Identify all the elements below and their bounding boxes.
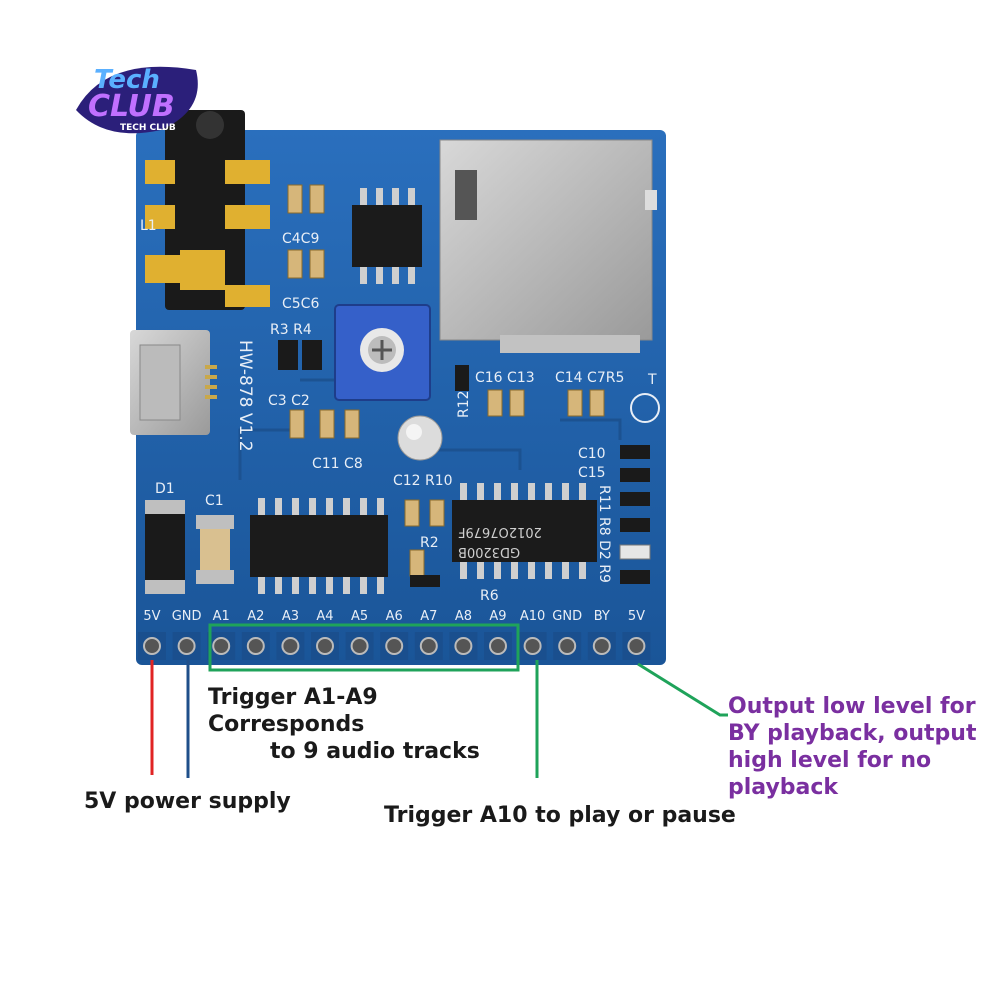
header-pin [592,637,611,655]
annotation-a1-a9-line2: to 9 audio tracks [270,739,480,764]
annotation-by-output: Output low level for BY playback, output… [728,693,993,801]
label-c3c2: C3 C2 [268,393,310,409]
label-c4c9: C4C9 [282,231,319,247]
amp-chip [352,188,422,284]
pin-label: A5 [351,609,368,624]
logo-sub: TECH CLUB [120,123,176,133]
capacitor-c1 [196,515,234,584]
label-c14c7r5: C14 C7R5 [555,370,624,386]
pin-label: A7 [420,609,437,624]
sd-card-slot [439,139,657,353]
label-c1: C1 [205,493,224,509]
header-pin [454,637,473,655]
annotation-by-line2: BY playback, output [728,721,977,746]
header-pin [316,637,334,655]
a1-a9-highlight-box [208,623,520,672]
audio-jack [145,110,270,310]
potentiometer [334,304,431,401]
annotation-trigger-a1-a9: Trigger A1-A9 Corresponds to 9 audio tra… [206,684,526,765]
pin-label: A8 [455,609,472,624]
pin-label: 5V [628,609,645,624]
label-r11r8d2r9: R11 R8 D2 R9 [596,485,612,583]
pin-label: GND [552,609,582,624]
diode-d1 [145,500,185,594]
label-c12r10: C12 R10 [393,473,453,489]
header-pin [177,637,196,655]
annotation-a1-a9-line1: Trigger A1-A9 Corresponds [208,685,378,737]
header-pin [246,637,265,655]
test-pad-t [630,393,660,423]
header-pin [627,637,646,655]
logo-line2: CLUB [88,89,175,124]
header-pin [385,637,404,655]
label-r12: R12 [456,390,472,418]
gd3200b-chip: 2012O7679F GD3200B [452,483,597,579]
by-wire [637,662,728,717]
header-pin [523,637,542,655]
annotation-trigger-a10: Trigger A10 to play or pause [384,803,736,828]
label-t: T [647,372,657,388]
logic-chip-left [250,498,388,594]
tech-club-logo: Tech CLUB TECH CLUB [66,50,206,140]
header-pin [350,637,369,655]
annotation-by-line3: high level for no [728,748,932,773]
pin-label: A9 [489,609,506,624]
annotation-by-line1: Output low level for [728,694,976,719]
label-r2: R2 [420,535,439,551]
pin-label: A1 [213,609,230,624]
pin-label: A2 [247,609,264,624]
chip-code: 2012O7679F [458,524,542,539]
header-pin [143,637,161,655]
pin-label: A3 [282,609,299,624]
pin-label: A6 [386,609,403,624]
label-c16c13: C16 C13 [475,370,535,386]
micro-usb-port [130,330,217,435]
label-c11c8: C11 C8 [312,456,363,472]
electrolytic-capacitor [397,415,443,461]
annotation-power-supply: 5V power supply [84,789,291,814]
board-model: HW-878 V1.2 [235,340,255,452]
header-pin [489,637,507,655]
pin-label: BY [594,609,610,624]
label-r3r4: R3 R4 [270,322,312,338]
logo-line1: Tech [94,65,160,95]
label-d1: D1 [155,481,175,497]
pin-label: 5V [143,609,160,624]
header-pin [419,637,438,655]
label-r6: R6 [480,588,499,604]
header-pin [281,637,300,655]
label-l1: L1 [140,218,157,234]
label-c10: C10 [578,446,606,462]
header-pin [212,637,231,655]
label-c5c6: C5C6 [282,296,319,312]
header-pin [558,637,577,655]
pin-label: A4 [316,609,333,624]
label-c15: C15 [578,465,606,481]
pin-label: GND [172,609,202,624]
annotation-by-line4: playback [728,775,839,800]
chip-name: GD3200B [458,544,520,559]
pin-label: A10 [520,609,545,624]
